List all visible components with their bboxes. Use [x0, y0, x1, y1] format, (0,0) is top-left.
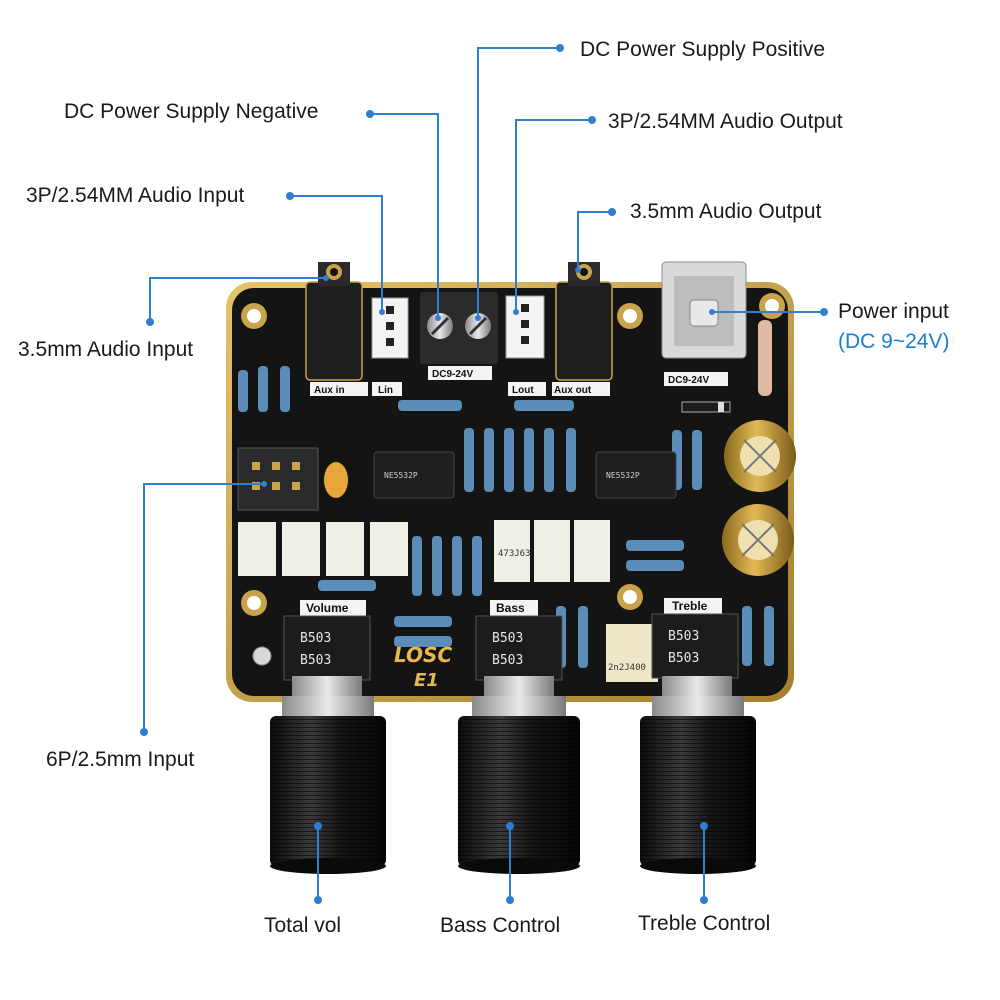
- ic-marking-right: NE5532P: [606, 471, 640, 480]
- knob-volume: [270, 676, 386, 874]
- label-dc-positive: DC Power Supply Positive: [580, 38, 826, 61]
- knob-treble: [640, 676, 756, 874]
- model-text: E1: [414, 670, 439, 691]
- ic-marking-left: NE5532P: [384, 471, 418, 480]
- logo-text: LOSC: [394, 643, 452, 667]
- electrolytic-capacitors: [722, 420, 796, 576]
- pot-marking-bass: B503: [492, 631, 523, 646]
- board-logo: LOSC E1: [394, 643, 452, 691]
- dc-screw-terminal: [420, 292, 498, 364]
- silk-aux-out: Aux out: [554, 385, 592, 396]
- label-total-vol: Total vol: [264, 914, 342, 937]
- led: [252, 646, 272, 666]
- label-power-input-range: (DC 9~24V): [838, 330, 950, 353]
- label-power-input: Power input: [838, 300, 949, 323]
- silk-bass: Bass: [496, 601, 525, 615]
- silk-dc-jack: DC9-24V: [668, 375, 709, 386]
- silk-aux-in: Aux in: [314, 385, 345, 396]
- audio-input-35mm-jack: [305, 262, 363, 381]
- dc-barrel-jack: [661, 261, 747, 359]
- cap-marking-2: 2n2J400: [608, 663, 646, 673]
- label-audio-input-35: 3.5mm Audio Input: [18, 338, 194, 361]
- label-treble-control: Treble Control: [638, 912, 771, 935]
- pot-marking-treble-2: B503: [668, 651, 699, 666]
- pot-marking-treble: B503: [668, 629, 699, 644]
- six-pin-header: [237, 447, 348, 511]
- silk-lin: Lin: [378, 385, 393, 396]
- label-audio-output-3p: 3P/2.54MM Audio Output: [608, 110, 843, 133]
- label-6p-input: 6P/2.5mm Input: [46, 748, 195, 771]
- silk-lout: Lout: [512, 385, 534, 396]
- silk-volume: Volume: [306, 601, 349, 615]
- audio-output-3p-header: [505, 295, 545, 359]
- silk-dc-terminal: DC9-24V: [432, 369, 473, 380]
- silkscreen-labels: Aux in Lin DC9-24V Lout Aux out DC9-24V: [310, 366, 728, 396]
- pot-labels: Volume Bass Treble: [300, 598, 722, 616]
- cap-marking: 473J63: [498, 549, 531, 559]
- label-dc-negative: DC Power Supply Negative: [64, 100, 319, 123]
- pot-marking-volume: B503: [300, 631, 331, 646]
- potentiometers: B503 B503 B503 B503 B503 B503: [283, 613, 739, 681]
- label-audio-input-3p: 3P/2.54MM Audio Input: [26, 184, 245, 207]
- pot-marking-volume-2: B503: [300, 653, 331, 668]
- label-audio-output-35: 3.5mm Audio Output: [630, 200, 822, 223]
- audio-input-3p-header: [371, 297, 409, 359]
- film-capacitors: 473J63 2n2J400: [238, 520, 658, 682]
- annotation-lines: [140, 44, 828, 904]
- pot-marking-bass-2: B503: [492, 653, 523, 668]
- label-bass-control: Bass Control: [440, 914, 561, 937]
- audio-output-35mm-jack: [555, 262, 613, 381]
- op-amp-ics: NE5532P NE5532P: [373, 451, 677, 499]
- knob-bass: [458, 676, 580, 874]
- silk-treble: Treble: [672, 599, 708, 613]
